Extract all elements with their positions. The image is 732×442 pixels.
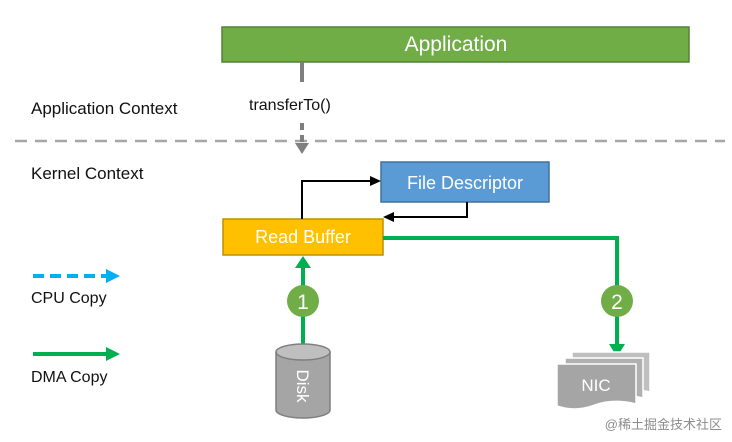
application-box-label: Application <box>405 33 508 56</box>
file-descriptor-label: File Descriptor <box>407 173 523 193</box>
disk-cylinder-icon <box>275 343 331 419</box>
dma-disk-to-buffer-head <box>295 256 311 268</box>
fd-to-buffer-arrow-head <box>383 212 394 222</box>
legend-dma-copy-head <box>106 347 120 361</box>
dma-buffer-to-nic-head <box>609 344 625 357</box>
read-buffer-box <box>222 218 384 256</box>
transferto-label: transferTo() <box>249 97 331 114</box>
read-buffer-label: Read Buffer <box>255 227 351 247</box>
buffer-to-fd-arrow <box>301 180 370 219</box>
nic-stack-icon <box>556 351 651 410</box>
transferto-arrow-head <box>295 143 309 154</box>
application-box <box>221 26 690 63</box>
kernel-context-label: Kernel Context <box>31 164 144 183</box>
legend-cpu-copy-head <box>106 269 120 283</box>
step-2-number: 2 <box>611 291 623 314</box>
dma-buffer-to-nic-line <box>383 236 619 344</box>
step-2-badge <box>601 285 633 317</box>
legend-cpu-copy-label: CPU Copy <box>31 290 107 307</box>
legend-dma-copy-label: DMA Copy <box>31 369 107 386</box>
nic-label: NIC <box>581 376 610 395</box>
file-descriptor-box <box>380 161 550 203</box>
disk-label: Disk <box>293 369 312 403</box>
step-1-badge <box>287 285 319 317</box>
step-1-number: 1 <box>297 291 309 314</box>
fd-to-buffer-arrow <box>394 202 468 218</box>
application-context-label: Application Context <box>31 99 178 118</box>
buffer-to-fd-arrow-head <box>370 176 381 186</box>
watermark-text: @稀土掘金技术社区 <box>605 417 722 432</box>
